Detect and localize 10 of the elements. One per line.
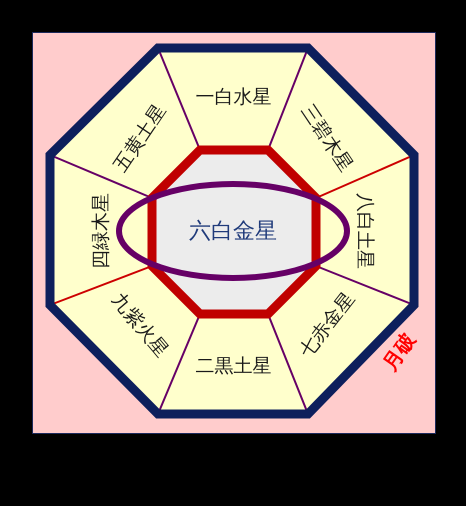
star-label: 五黄土星 xyxy=(108,99,172,177)
star-label: 一白水星 xyxy=(196,85,272,110)
star-label: 三碧木星 xyxy=(295,99,358,177)
star-label: 七赤金星 xyxy=(293,287,360,363)
month-break-label: 月破 xyxy=(376,328,421,376)
star-label: 九紫火星 xyxy=(106,288,174,362)
star-label: 二黒土星 xyxy=(196,354,272,379)
center-star-label: 六白金星 xyxy=(189,218,277,246)
star-label: 八白土星 xyxy=(353,193,377,269)
star-label: 四緑木星 xyxy=(89,193,113,269)
